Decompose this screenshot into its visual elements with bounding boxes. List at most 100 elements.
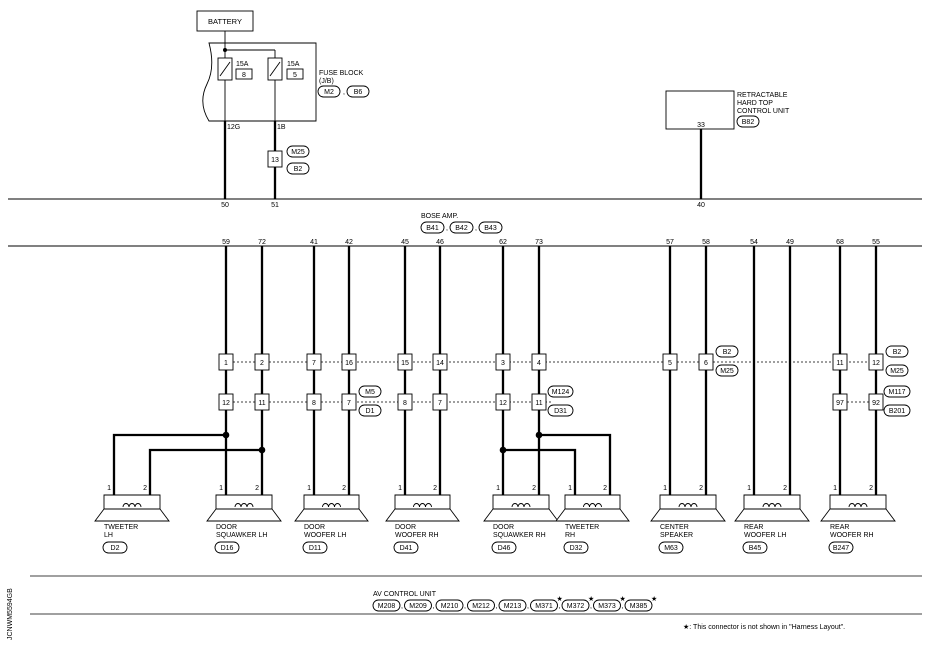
amp-terminal-68: 68	[836, 239, 844, 246]
speaker-wires	[112, 246, 878, 495]
svg-text:7: 7	[347, 400, 351, 407]
svg-text:2: 2	[532, 485, 536, 492]
side-code: JCNWM5594GB	[7, 588, 14, 640]
bose-connector-b41: B41	[426, 225, 439, 232]
svg-text:D31: D31	[554, 408, 567, 415]
svg-text:1: 1	[833, 485, 837, 492]
speaker-connector: D2	[111, 545, 120, 552]
svg-text:M5: M5	[365, 389, 375, 396]
star-icon: ★	[588, 595, 594, 603]
svg-text:B2: B2	[723, 349, 732, 356]
svg-text:1: 1	[398, 485, 402, 492]
joint-connector-b2: B2	[294, 166, 303, 173]
speaker-connector: D16	[221, 545, 234, 552]
fuse-connector-m2	[317, 85, 341, 98]
svg-text:6: 6	[704, 360, 708, 367]
speaker-name-line: DOOR	[304, 524, 325, 531]
svg-text:5: 5	[668, 360, 672, 367]
speaker-name-line: WOOFER LH	[744, 532, 786, 539]
bus-terminal-51: 51	[271, 202, 279, 209]
av-connector-m371: M371	[535, 603, 553, 610]
fuse-8-number: 8	[242, 72, 246, 79]
svg-text:8: 8	[312, 400, 316, 407]
speaker-name-line: WOOFER RH	[395, 532, 439, 539]
amp-terminal-72: 72	[258, 239, 266, 246]
svg-text:D1: D1	[366, 408, 375, 415]
svg-text:,: ,	[496, 603, 498, 610]
av-connector-m208: M208	[378, 603, 396, 610]
svg-text:11: 11	[535, 400, 542, 407]
connector-row-1: 1 2 7 16 15 14 3 4 5 6 11 12	[218, 353, 884, 371]
speaker-connector: D46	[498, 545, 511, 552]
speaker-connector: B45	[749, 545, 762, 552]
bose-amp-title: BOSE AMP.	[421, 213, 458, 220]
svg-text:,: ,	[464, 603, 466, 610]
speaker-name-line: WOOFER LH	[304, 532, 346, 539]
fuse-8-amp: 15A	[236, 61, 249, 68]
fuse-5-number: 5	[293, 72, 297, 79]
svg-text:,: ,	[433, 603, 435, 610]
terminal-1b: 1B	[277, 124, 286, 131]
svg-text:12: 12	[222, 400, 230, 407]
rht-control-unit-box	[665, 90, 735, 130]
rht-title-1: RETRACTABLE	[737, 92, 788, 99]
svg-text:1: 1	[224, 360, 228, 367]
svg-text:1: 1	[568, 485, 572, 492]
svg-text:2: 2	[433, 485, 437, 492]
svg-text:7: 7	[312, 360, 316, 367]
svg-text:7: 7	[438, 400, 442, 407]
svg-text:,: ,	[527, 603, 529, 610]
svg-text:13: 13	[271, 157, 279, 164]
amp-terminal-49: 49	[786, 239, 794, 246]
svg-text:2: 2	[603, 485, 607, 492]
svg-text:,: ,	[446, 225, 448, 232]
rht-title-3: CONTROL UNIT	[737, 108, 790, 115]
speaker-name-line: RH	[565, 532, 575, 539]
svg-text:12: 12	[499, 400, 507, 407]
speaker-connector: M63	[664, 545, 678, 552]
amp-terminal-57: 57	[666, 239, 674, 246]
svg-text:1: 1	[107, 485, 111, 492]
svg-text:M124: M124	[552, 389, 570, 396]
svg-text:1: 1	[747, 485, 751, 492]
speaker-name-line: CENTER	[660, 524, 689, 531]
svg-text:11: 11	[836, 360, 843, 367]
svg-text:,: ,	[401, 603, 403, 610]
av-connector-m212: M212	[472, 603, 490, 610]
amp-terminal-42: 42	[345, 239, 353, 246]
fuse-block-title: FUSE BLOCK	[319, 70, 364, 77]
fuse-connector-b6	[346, 85, 370, 98]
svg-text:,: ,	[590, 603, 592, 610]
connector-row-2: 12 11 8 7 8 7 12 11 97 92	[218, 393, 884, 411]
amp-terminal-73: 73	[535, 239, 543, 246]
svg-text:12: 12	[872, 360, 880, 367]
svg-text:11: 11	[258, 400, 265, 407]
amp-terminal-41: 41	[310, 239, 318, 246]
speaker-name-line: WOOFER RH	[830, 532, 874, 539]
speaker-connector: D11	[309, 545, 321, 552]
av-connector-m385: M385	[630, 603, 648, 610]
svg-text:B201: B201	[889, 408, 905, 415]
amp-terminal-62: 62	[499, 239, 507, 246]
svg-text:4: 4	[537, 360, 541, 367]
speaker-name-line: SQUAWKER RH	[493, 532, 546, 539]
svg-text:2: 2	[255, 485, 259, 492]
speaker-name-line: REAR	[744, 524, 763, 531]
speaker-name-line: REAR	[830, 524, 849, 531]
harness-connector-labels: B2 M25 M5 D1 M124 D31 B2 M25 M117 B201	[358, 345, 911, 417]
star-icon: ★	[620, 595, 626, 603]
star-icon: ★	[651, 595, 657, 603]
svg-text:2: 2	[783, 485, 787, 492]
svg-text:97: 97	[836, 400, 844, 407]
rht-connector: B82	[742, 119, 755, 126]
fuse-block-subtitle: (J/B)	[319, 78, 334, 85]
